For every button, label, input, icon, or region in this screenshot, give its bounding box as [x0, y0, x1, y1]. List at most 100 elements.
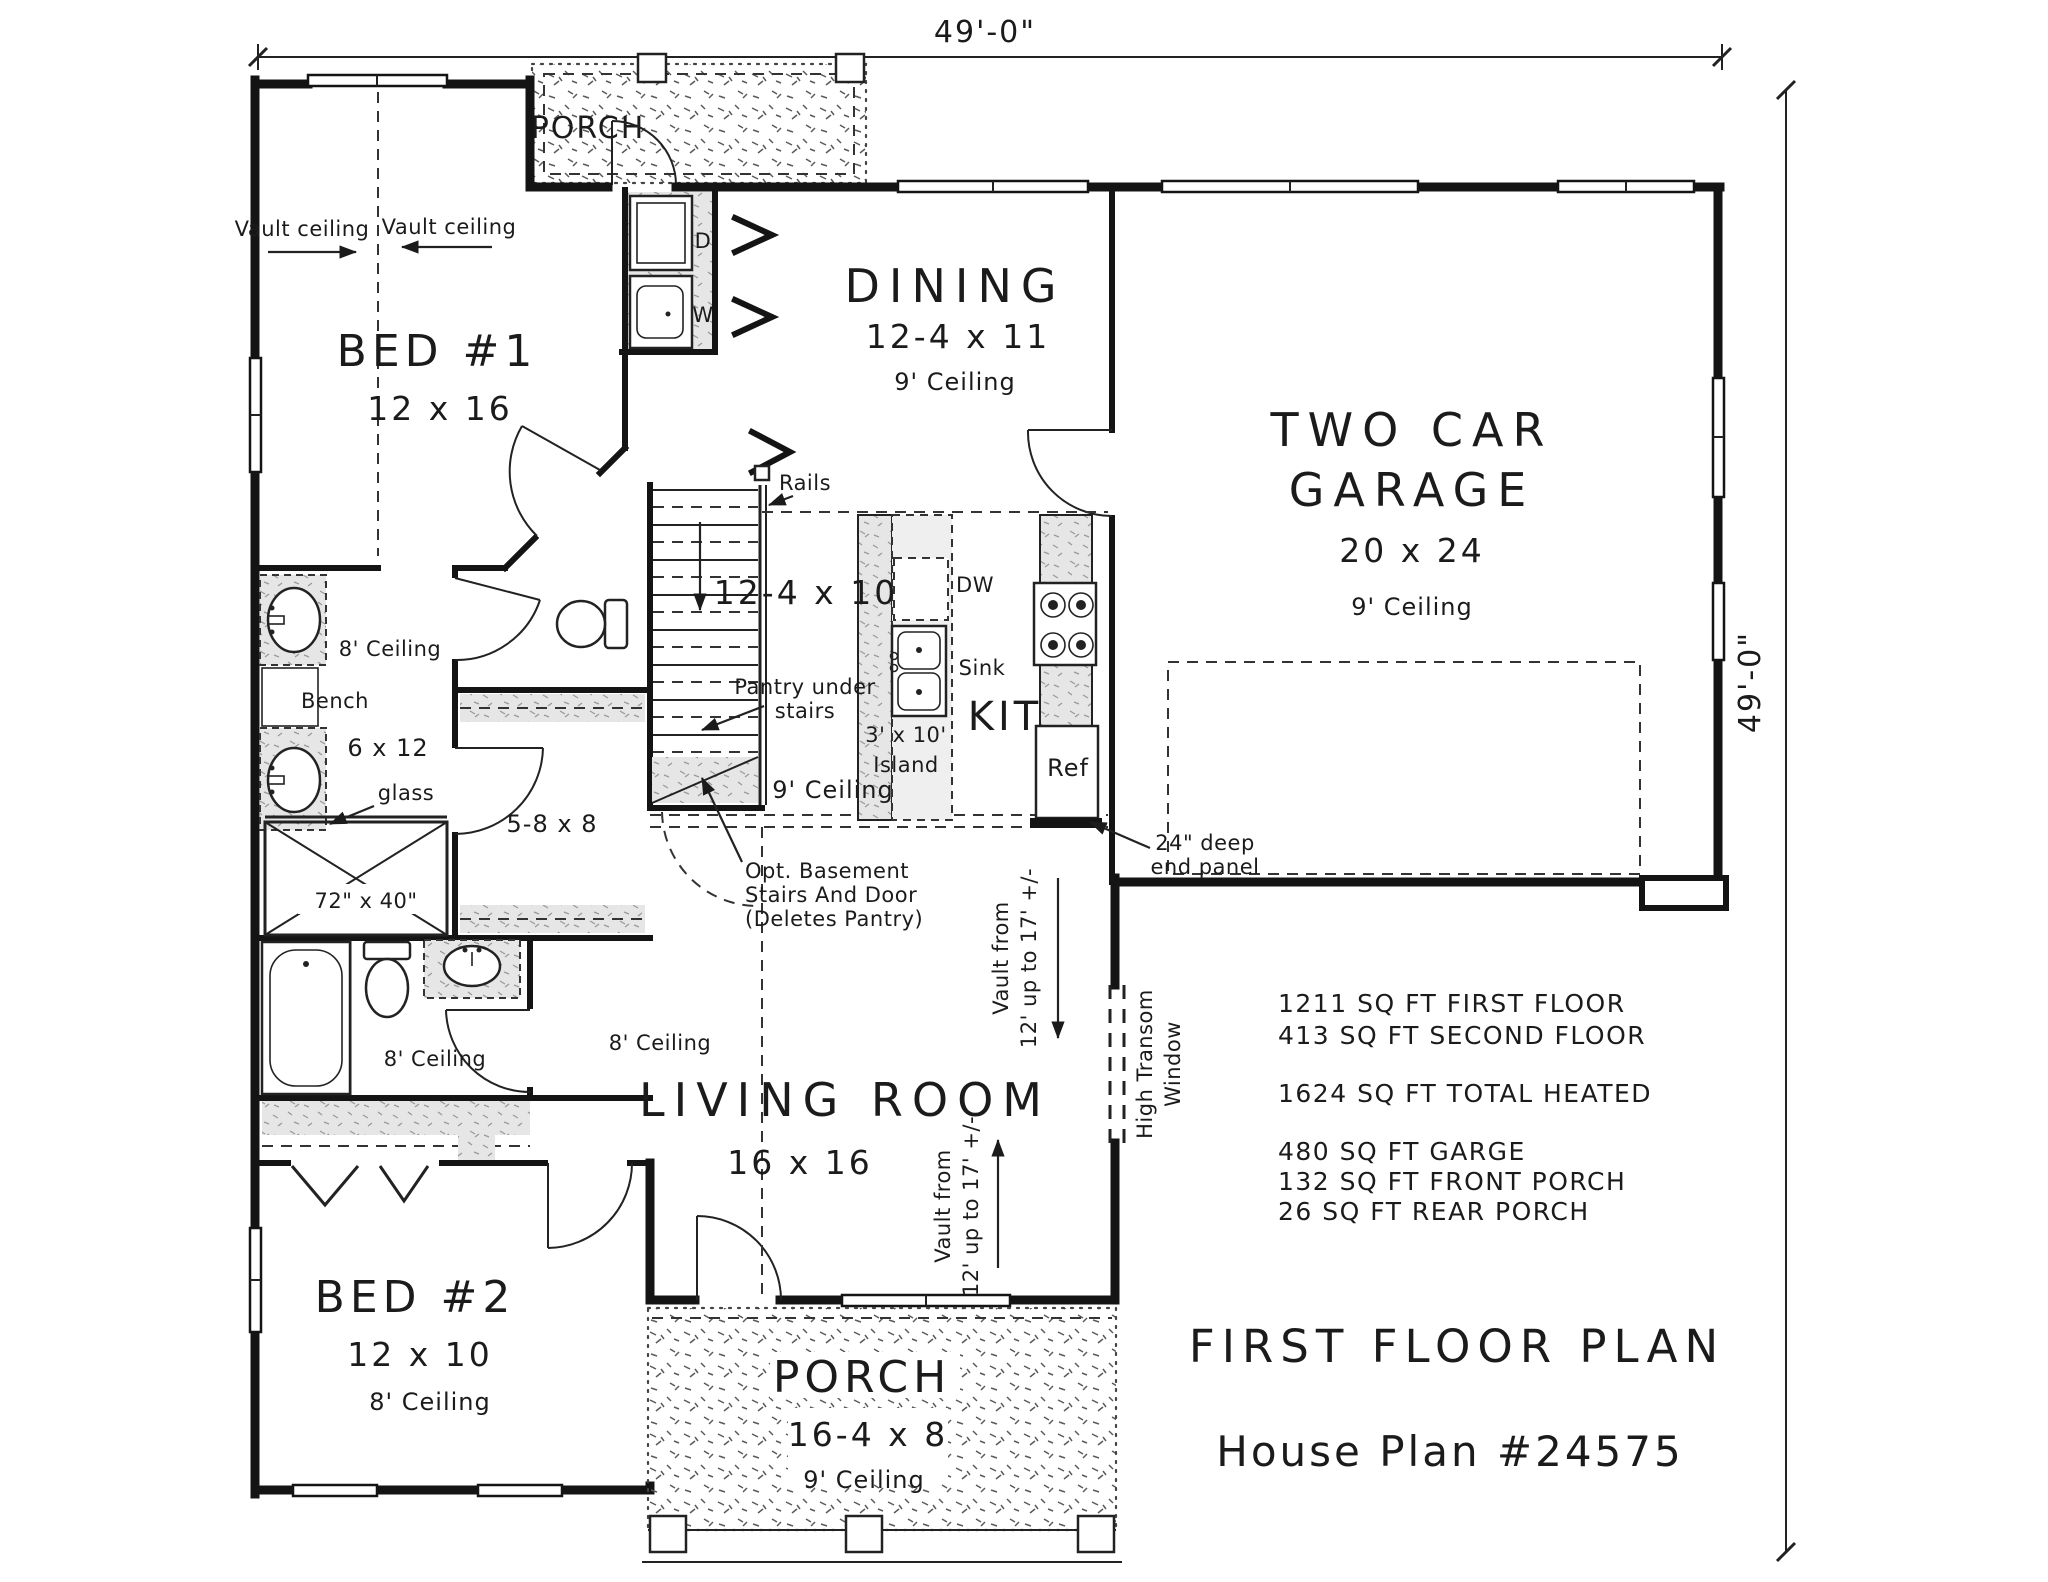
bath2-ceiling: 8' Ceiling	[384, 1047, 487, 1071]
porch-post	[1076, 1514, 1116, 1554]
porch-post	[844, 1514, 884, 1554]
bed1-size: 12 x 16	[367, 389, 513, 428]
front-porch-label: PORCH	[773, 1352, 951, 1403]
washer-label: W	[692, 303, 713, 327]
cased-opening	[731, 296, 780, 338]
stat-line: 1624 SQ FT TOTAL HEATED	[1278, 1079, 1652, 1108]
opt-basement-label-3: (Deletes Pantry)	[745, 907, 923, 931]
vault-note-2b: 12' up to 17' +/-	[959, 1116, 983, 1296]
bath2: 8' Ceiling 8' Ceiling	[260, 939, 712, 1096]
windows	[248, 73, 1726, 1498]
bath-size: 6 x 12	[347, 734, 428, 762]
garage-ceiling-line	[1167, 661, 1641, 875]
dryer-fixture	[628, 194, 694, 272]
pantry-label-1: Pantry under	[734, 675, 875, 699]
bifold-door	[378, 1165, 430, 1204]
label-mask	[788, 1408, 948, 1484]
glass-arrow	[328, 804, 375, 826]
tub-drain	[303, 961, 309, 967]
garage-label-2: GARAGE	[1289, 463, 1536, 517]
bath-ceiling: 8' Ceiling	[339, 637, 442, 661]
dryer-door	[636, 202, 686, 264]
glass-label: glass	[378, 781, 434, 805]
garage-size: 20 x 24	[1339, 531, 1485, 570]
dimension-tick	[1775, 1541, 1797, 1563]
dw-label: DW	[956, 573, 994, 597]
newel-post	[753, 464, 771, 482]
dining-room: DINING 12-4 x 11 9' Ceiling	[844, 259, 1065, 396]
living-size: 16 x 16	[727, 1143, 873, 1182]
rear-porch: PORCH	[531, 52, 868, 186]
fridge-label: Ref	[1047, 754, 1089, 782]
closet-size-label: 5-8 x 8	[507, 810, 598, 838]
cased-opening	[731, 214, 780, 256]
door-arc	[454, 747, 544, 835]
end-panel-arrow	[1088, 820, 1151, 850]
window	[291, 1483, 379, 1498]
porch-post	[834, 52, 866, 84]
end-panel-label-1: 24" deep	[1155, 831, 1255, 855]
kitchen-ceiling: 9' Ceiling	[772, 776, 893, 804]
bed2-room: BED #2 12 x 10 8' Ceiling	[262, 1101, 530, 1416]
dining-size: 12-4 x 11	[866, 317, 1050, 356]
vault-note-1b: 12' up to 17' +/-	[1017, 868, 1041, 1048]
porch-post	[648, 1514, 688, 1554]
toilet-fixture	[603, 598, 629, 650]
door-arc	[1026, 429, 1113, 517]
washer-lid	[636, 285, 684, 339]
rear-porch-label: PORCH	[531, 111, 646, 146]
toilet-tank	[362, 940, 412, 961]
dining-ceiling: 9' Ceiling	[894, 368, 1015, 396]
door-arc	[508, 425, 538, 537]
door-arc	[696, 1215, 782, 1301]
porch-slab-edge	[646, 1306, 1118, 1532]
closet-return	[458, 1101, 495, 1160]
garage-room: TWO CAR GARAGE 20 x 24 9' Ceiling	[1167, 403, 1641, 875]
end-panel	[1030, 818, 1102, 828]
dimension-top: 49'-0"	[247, 15, 1733, 70]
stat-line: 132 SQ FT FRONT PORCH	[1278, 1167, 1626, 1196]
porch-slab	[532, 64, 866, 183]
vanity-sink-fixture	[266, 586, 322, 654]
dining-label: DINING	[844, 259, 1065, 313]
pantry-arrow	[700, 704, 765, 732]
dimension-tick	[1775, 79, 1797, 101]
stat-line: 26 SQ FT REAR PORCH	[1278, 1197, 1590, 1226]
optional-door-arc	[661, 811, 757, 907]
hall-ceiling: 8' Ceiling	[609, 1031, 712, 1055]
tub-basin	[269, 949, 343, 1087]
front-porch-ceiling: 9' Ceiling	[803, 1466, 924, 1494]
bench-label: Bench	[301, 689, 369, 713]
dryer-label: D	[695, 229, 712, 253]
bifold-door	[290, 1165, 360, 1208]
vault-note-2a: Vault from	[931, 1149, 955, 1263]
rails-label: Rails	[779, 471, 831, 495]
bed1-label: BED #1	[337, 326, 538, 377]
island-sink-fixture	[890, 624, 948, 718]
opt-basement-arrow	[701, 777, 743, 863]
sink-basin	[897, 672, 941, 711]
opt-basement-label-2: Stairs And Door	[745, 883, 917, 907]
door-arc	[547, 1162, 633, 1249]
living-label: LIVING ROOM	[639, 1073, 1051, 1127]
area-stats: 1211 SQ FT FIRST FLOOR 413 SQ FT SECOND …	[1278, 989, 1652, 1226]
pantry-label-2: stairs	[775, 699, 835, 723]
title-block: FIRST FLOOR PLAN House Plan #24575	[1189, 1320, 1718, 1476]
stat-line: 480 SQ FT GARGE	[1278, 1137, 1526, 1166]
laundry-closet: D W	[628, 192, 713, 350]
door-arc	[611, 120, 677, 186]
dimension-right-label: 49'-0"	[1733, 631, 1768, 733]
shower-size-label: 72" x 40"	[314, 889, 417, 913]
window	[1711, 581, 1726, 662]
kitchen-label: KIT	[968, 694, 1042, 740]
kitchen-size: 12-4 x 10	[714, 573, 898, 612]
vault-ceiling-left-label: Vault ceiling	[235, 217, 370, 241]
toilet-bowl	[364, 957, 410, 1019]
bed1-room: BED #1 12 x 16 Vault ceiling Vault ceili…	[235, 92, 538, 556]
end-panel-label-2: end panel	[1151, 855, 1260, 879]
transom-label-2: Window	[1161, 1021, 1185, 1107]
bed2-size: 12 x 10	[347, 1335, 493, 1374]
door-arc	[445, 1009, 531, 1093]
